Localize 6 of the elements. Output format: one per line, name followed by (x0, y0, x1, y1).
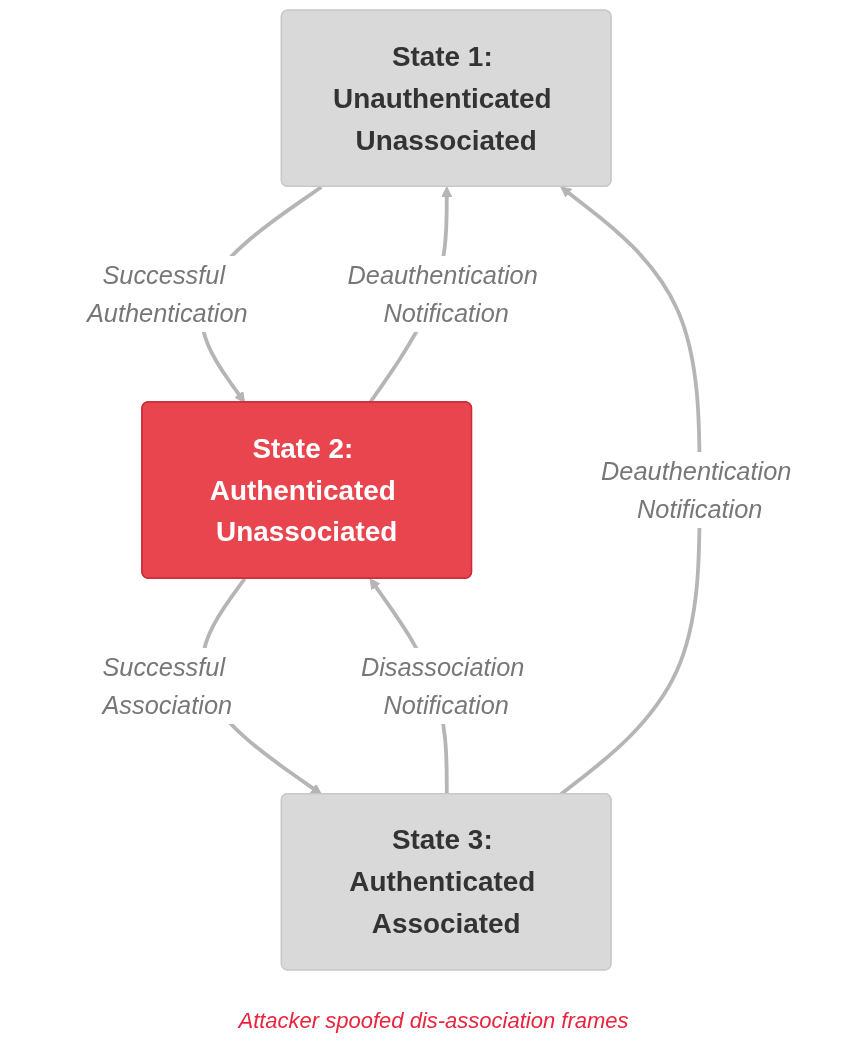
annotation-text: Attacker spoofed dis-association frames (238, 1008, 629, 1034)
edge-label: Successful Authentication (86, 261, 248, 328)
edge-label: Deauthentication Notification (601, 457, 792, 523)
edge-label: Deauthentication Notification (347, 261, 538, 328)
edge-label: Disassociation Notification (360, 652, 525, 719)
edge-label: Successful Association (102, 652, 233, 719)
